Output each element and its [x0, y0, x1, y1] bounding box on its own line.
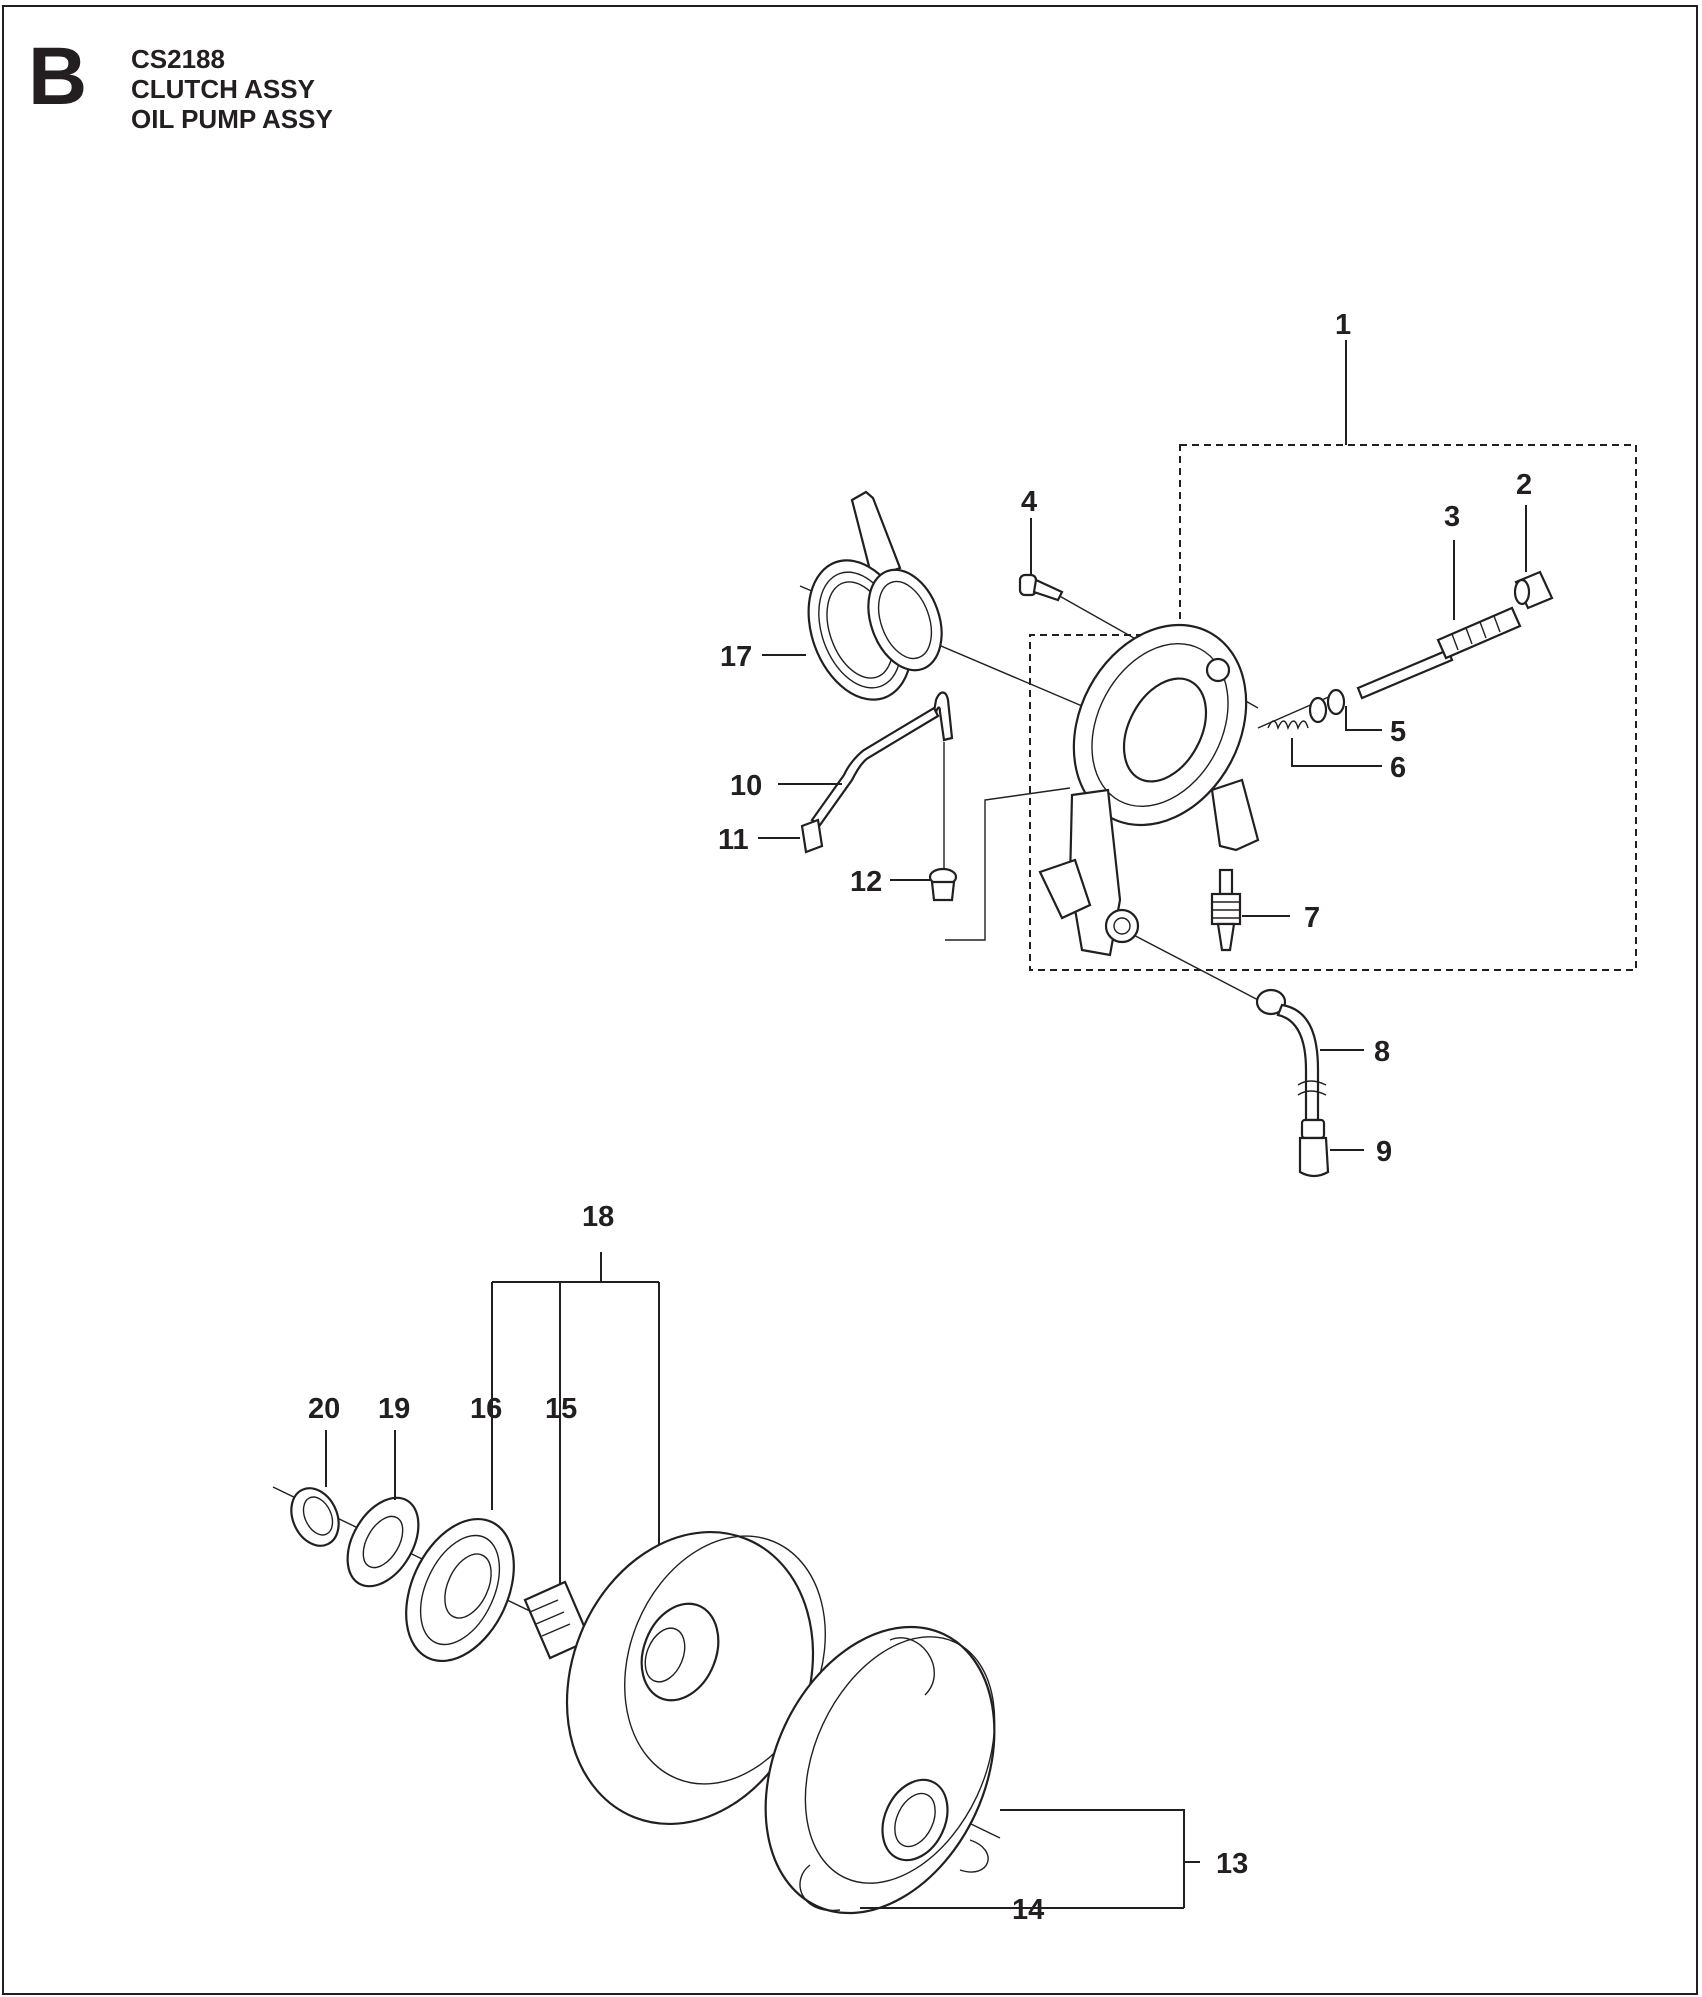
worm-gear-17	[807, 490, 943, 701]
callout-7: 7	[1304, 902, 1320, 934]
washers-5	[1308, 688, 1346, 724]
screw-4	[1018, 573, 1064, 602]
callout-6: 6	[1390, 752, 1406, 784]
axis-outlet	[1123, 929, 1263, 1003]
clutch-drum-14	[565, 1530, 826, 1826]
callout-1: 1	[1335, 309, 1351, 341]
plunger-3	[1356, 606, 1522, 700]
valve-7	[1210, 868, 1242, 952]
section-letter: B	[28, 31, 88, 122]
assembly-1-boundary	[1029, 444, 1637, 971]
leader-5	[1345, 706, 1382, 731]
title-line-oil-pump: OIL PUMP ASSY	[131, 104, 333, 134]
leader-6	[1291, 738, 1382, 767]
callout-13: 13	[1216, 1848, 1248, 1880]
callout-20: 20	[308, 1393, 340, 1425]
title-line-clutch: CLUTCH ASSY	[131, 74, 315, 104]
callout-18: 18	[582, 1201, 614, 1233]
washer-19	[346, 1430, 420, 1588]
spring-6	[1267, 720, 1309, 731]
oil-pipe-10	[810, 691, 954, 827]
callout-10: 10	[730, 770, 762, 802]
circlip-20	[290, 1430, 340, 1547]
oil-hose-8	[1255, 988, 1327, 1122]
callout-17: 17	[720, 641, 752, 673]
callout-15: 15	[545, 1393, 577, 1425]
leader-13	[1000, 1809, 1200, 1909]
leader-18	[491, 1252, 660, 1632]
pump-body	[1038, 623, 1260, 957]
callout-5: 5	[1390, 716, 1406, 748]
filter-9	[1298, 1118, 1330, 1178]
callout-3: 3	[1444, 501, 1460, 533]
model-number: CS2188	[131, 44, 225, 74]
page-frame	[2, 5, 1698, 1995]
callout-14: 14	[1012, 1894, 1044, 1926]
cap-2	[1513, 570, 1554, 610]
callout-16: 16	[470, 1393, 502, 1425]
callout-11: 11	[718, 824, 749, 856]
clutch-assembly-group	[272, 1252, 1200, 1915]
title-block: CS2188 CLUTCH ASSY OIL PUMP ASSY	[131, 44, 333, 134]
callout-2: 2	[1516, 469, 1532, 501]
callout-8: 8	[1374, 1036, 1390, 1068]
callout-19: 19	[378, 1393, 410, 1425]
rim-sprocket-16	[405, 1517, 515, 1663]
clutch-13	[764, 1625, 996, 1915]
bushing-12	[928, 742, 1071, 941]
callout-12: 12	[850, 866, 882, 898]
callout-9: 9	[1376, 1136, 1392, 1168]
callout-4: 4	[1021, 486, 1037, 518]
seal-11	[800, 818, 824, 854]
oil-pump-assembly-group	[758, 340, 1637, 1178]
